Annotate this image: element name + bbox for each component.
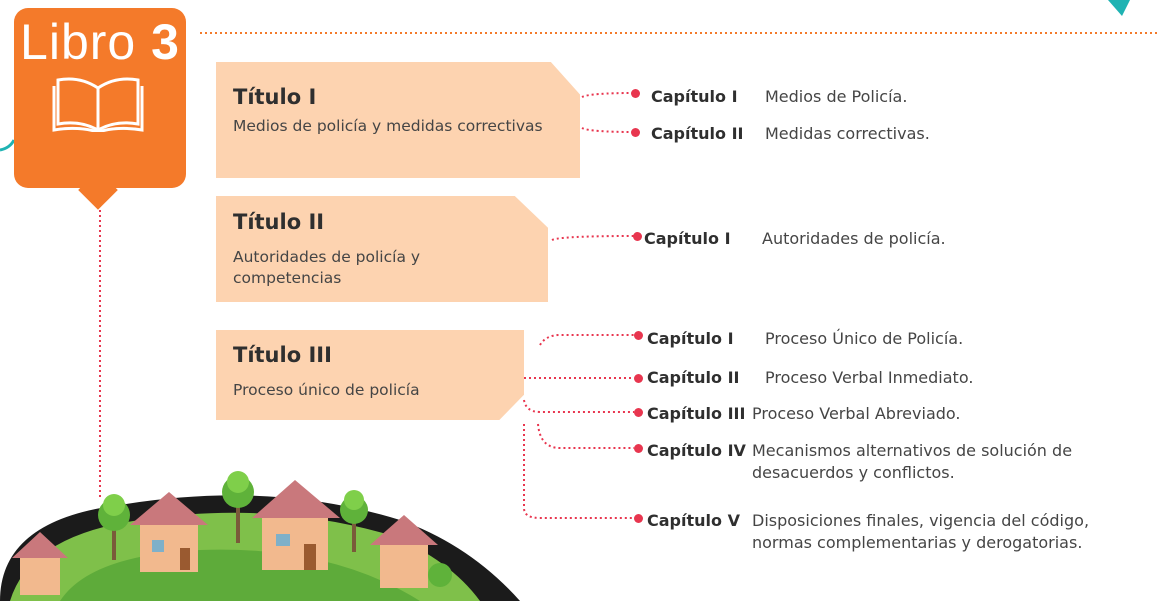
chapter-t3-c4: Capítulo IV — [647, 440, 746, 461]
open-book-icon — [52, 77, 144, 132]
chapter-name: Proceso Único de Policía. — [765, 329, 964, 348]
chapter-name: Proceso Verbal Inmediato. — [765, 368, 974, 387]
book-label: Libro — [20, 14, 137, 70]
title-box-2 — [216, 196, 548, 302]
chapter-label: Capítulo I — [651, 87, 738, 106]
connector-t3-c5 — [523, 424, 634, 519]
chapter-name: Medidas correctivas. — [765, 124, 930, 143]
chapter-t1-c1: Capítulo I — [651, 86, 738, 107]
connector-t2-c1 — [551, 235, 635, 241]
chapter-dot — [634, 514, 643, 523]
chapter-label: Capítulo I — [647, 329, 734, 348]
title-heading-2: Título II — [233, 210, 325, 234]
title-subtitle-2: Autoridades de policía y competencias — [233, 248, 421, 287]
chapter-name: Proceso Verbal Abreviado. — [752, 404, 961, 423]
chapter-name: Autoridades de policía. — [762, 229, 946, 248]
title-box-3 — [216, 330, 524, 420]
teal-accent-shape — [1108, 0, 1130, 16]
title-heading-3: Título III — [233, 343, 332, 367]
village-illustration — [0, 471, 520, 601]
book-title: Libro 3 — [14, 14, 186, 70]
chapter-t2-c1: Capítulo I — [644, 228, 731, 249]
book-number: 3 — [151, 14, 180, 70]
chapter-t3-c5: Capítulo V — [647, 510, 740, 531]
chapter-dot — [634, 331, 643, 340]
chapter-name: Medios de Policía. — [765, 87, 908, 106]
chapter-label: Capítulo V — [647, 511, 740, 530]
chapter-t3-c3: Capítulo III — [647, 403, 745, 424]
chapter-dot — [631, 89, 640, 98]
chapter-label: Capítulo II — [647, 368, 740, 387]
connector-t3-c1 — [539, 334, 634, 346]
chapter-label: Capítulo III — [647, 404, 746, 423]
title-box-1 — [216, 62, 580, 178]
title-subtitle-3: Proceso único de policía — [233, 381, 420, 399]
chapter-dot — [634, 408, 643, 417]
chapter-t3-c1: Capítulo I — [647, 328, 734, 349]
chapter-name: Mecanismos alternativos de solución de d… — [752, 441, 1073, 482]
chapter-label: Capítulo IV — [647, 441, 746, 460]
title-subtitle-1: Medios de policía y medidas correctivas — [233, 117, 543, 135]
connector-t3-c3 — [523, 399, 634, 413]
chapter-dot — [634, 444, 643, 453]
connector-t1-c1 — [581, 92, 635, 98]
book-badge — [14, 8, 186, 188]
connector-t3-c4 — [537, 423, 634, 449]
chapter-name: Disposiciones finales, vigencia del códi… — [752, 511, 1090, 552]
teal-accent-curve — [0, 139, 16, 152]
connector-t1-c2 — [581, 127, 635, 133]
chapter-label: Capítulo I — [644, 229, 731, 248]
chapter-dot — [634, 374, 643, 383]
chapter-dot — [633, 232, 642, 241]
title-heading-1: Título I — [233, 85, 317, 109]
chapter-dot — [631, 128, 640, 137]
chapter-label: Capítulo II — [651, 124, 744, 143]
chapter-t1-c2: Capítulo II — [651, 123, 743, 144]
chapter-t3-c2: Capítulo II — [647, 367, 739, 388]
